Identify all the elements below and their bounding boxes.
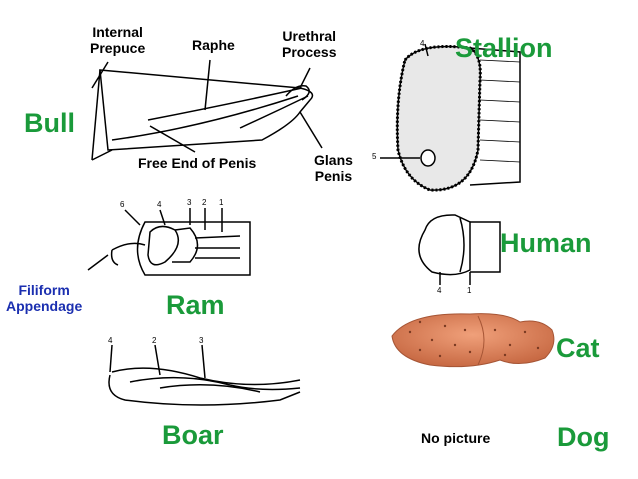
human-glans-drawing xyxy=(418,214,501,285)
species-label-ram: Ram xyxy=(166,290,225,320)
figure-number: 1 xyxy=(467,286,472,295)
glans-penis-label: Glans Penis xyxy=(314,152,353,185)
species-label-bull: Bull xyxy=(24,108,75,138)
filiform-appendage-label: Filiform Appendage xyxy=(6,282,83,315)
figure-number: 4 xyxy=(108,336,113,345)
species-label-dog: Dog xyxy=(557,422,610,452)
figure-number: 4 xyxy=(420,39,425,48)
species-label-stallion: Stallion xyxy=(455,33,553,63)
urethral-process-label: Urethral Process xyxy=(282,28,337,61)
figure-number: 3 xyxy=(187,198,192,207)
figure-number: 3 xyxy=(199,336,204,345)
figure-number: 2 xyxy=(152,336,157,345)
figure-number: 2 xyxy=(202,198,207,207)
figure-number: 4 xyxy=(437,286,442,295)
species-label-boar: Boar xyxy=(162,420,224,450)
raphe-label: Raphe xyxy=(192,37,235,53)
free-end-of-penis-label: Free End of Penis xyxy=(138,155,257,171)
cat-penis-drawing xyxy=(391,313,555,368)
figure-number: 5 xyxy=(372,152,377,161)
figure-number: 1 xyxy=(219,198,224,207)
figure-number: 6 xyxy=(120,200,125,209)
figure-number: 4 xyxy=(157,200,162,209)
boar-penis-drawing xyxy=(108,344,301,406)
bull-penis-drawing xyxy=(91,59,323,161)
no-picture-label: No picture xyxy=(421,430,491,446)
species-label-human: Human xyxy=(500,228,592,258)
stallion-glans-drawing xyxy=(380,43,521,192)
ram-penis-drawing xyxy=(87,208,251,276)
internal-prepuce-label: Internal Prepuce xyxy=(90,24,146,57)
species-label-cat: Cat xyxy=(556,333,600,363)
